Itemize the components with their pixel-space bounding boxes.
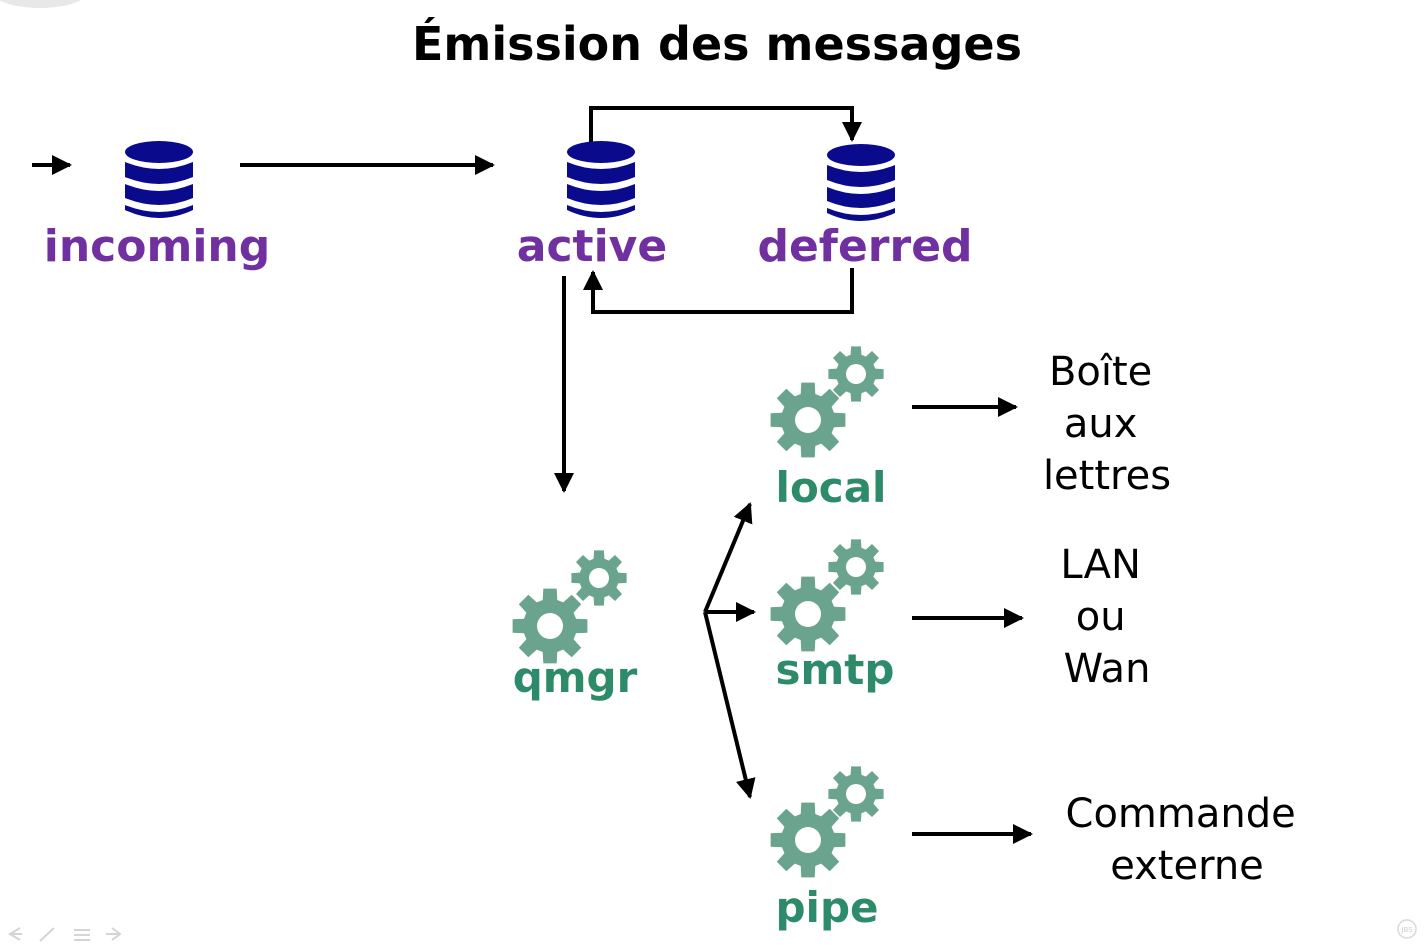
- pen-button[interactable]: [39, 927, 55, 942]
- database-icon: [125, 141, 193, 218]
- edges: [32, 106, 1033, 844]
- destination-network: LAN ou Wan: [1060, 542, 1153, 692]
- destination-line: externe: [1110, 843, 1264, 889]
- edge-qmgr-pipe: [703, 611, 756, 799]
- edge-qmgr-local: [703, 502, 753, 613]
- edge-active-deferred: [589, 106, 862, 143]
- process-label: qmgr: [513, 653, 638, 702]
- queue-active: active: [517, 141, 667, 272]
- gear-hole: [589, 568, 609, 588]
- gears-icon: [770, 766, 884, 878]
- destination-line: Boîte: [1049, 349, 1152, 395]
- gears-icon: [770, 539, 884, 652]
- gear-hole: [846, 364, 866, 384]
- pen-icon: [39, 927, 55, 942]
- database-icon: [827, 144, 895, 221]
- destination-line: lettres: [1043, 453, 1171, 499]
- gear-hole: [846, 557, 866, 577]
- prev-button[interactable]: [8, 927, 22, 941]
- queue-incoming: incoming: [44, 141, 270, 272]
- menu-button[interactable]: [74, 929, 90, 941]
- destination-line: Wan: [1064, 646, 1151, 692]
- gear-hole: [846, 784, 866, 804]
- destination-line: ou: [1076, 594, 1126, 640]
- database-icon: [567, 141, 635, 218]
- queue-label: incoming: [44, 221, 270, 272]
- process-pipe: pipe: [770, 766, 884, 932]
- destination-line: aux: [1064, 401, 1138, 447]
- arrow-left-icon: [8, 927, 22, 941]
- gear-hole: [795, 601, 821, 627]
- destination-line: LAN: [1060, 542, 1141, 588]
- gear-hole: [537, 613, 563, 639]
- process-local: local: [770, 346, 887, 512]
- arrow-right-icon: [106, 927, 122, 941]
- diagram-title: Émission des messages: [412, 17, 1022, 71]
- queue-deferred: deferred: [757, 144, 973, 272]
- gears-icon: [770, 346, 884, 458]
- process-qmgr: qmgr: [512, 550, 638, 702]
- corner-shadow: [0, 0, 81, 8]
- process-smtp: smtp: [770, 539, 895, 694]
- process-label: smtp: [776, 645, 895, 694]
- process-label: local: [776, 463, 887, 512]
- gear-hole: [795, 827, 821, 853]
- destination-line: Commande: [1066, 791, 1296, 837]
- destination-command: Commande externe: [1066, 791, 1309, 889]
- menu-icon: [74, 929, 90, 941]
- destination-mailbox: Boîte aux lettres: [1043, 349, 1171, 499]
- queue-label: deferred: [757, 221, 972, 272]
- edge-deferred-active: [583, 268, 854, 314]
- gears-icon: [512, 550, 627, 664]
- queue-label: active: [517, 221, 667, 272]
- process-label: pipe: [775, 883, 878, 932]
- jbs-logo-icon: JBS: [1397, 919, 1417, 939]
- gear-hole: [795, 407, 821, 433]
- logo-text: JBS: [1400, 926, 1413, 934]
- next-button[interactable]: [106, 927, 122, 941]
- slide-nav: [8, 927, 122, 942]
